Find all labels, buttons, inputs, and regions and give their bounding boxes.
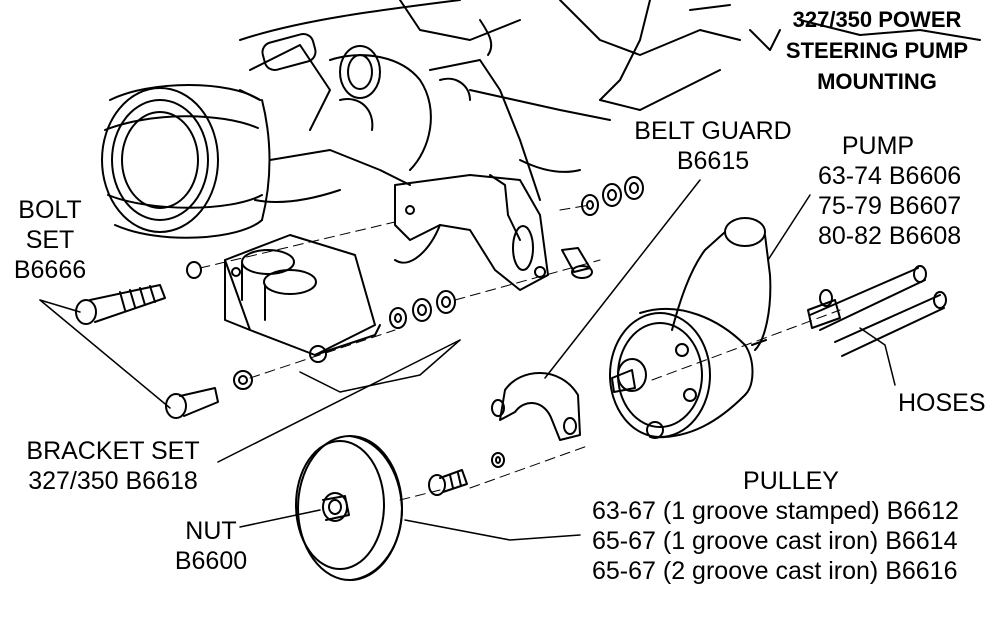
bracket-set-label: BRACKET SET 327/350 B6618 (4, 436, 222, 496)
pump-label: PUMP 63-74 B6606 75-79 B6607 80-82 B6608 (818, 131, 998, 251)
bolt-set-line-1: BOLT (18, 196, 82, 224)
pump-line-2: 75-79 B6607 (818, 192, 962, 220)
nut-label: NUT B6600 (152, 516, 270, 576)
long-bolt (75, 261, 202, 325)
stud-bolt (561, 247, 593, 279)
short-bolt (165, 370, 253, 419)
hoses (807, 265, 947, 357)
title-line-3: MOUNTING (817, 69, 937, 94)
belt-guard (491, 372, 581, 441)
washer-stack-lower (389, 290, 456, 329)
bolt-set-label: BOLT SET B6666 (2, 195, 98, 285)
title-line-1: 327/350 POWER (792, 7, 962, 32)
leader-lines (39, 179, 896, 541)
belt-guard-part-number: B6615 (676, 147, 750, 175)
pump-line-3: 80-82 B6608 (818, 222, 962, 250)
crank-pulley-stack (101, 84, 271, 239)
nut-name: NUT (185, 517, 237, 545)
pulley (295, 435, 403, 581)
pulley-line-1: 63-67 (1 groove stamped) B6612 (592, 497, 959, 525)
title-line-2: STEERING PUMP (785, 38, 969, 63)
pulley-bolt (428, 452, 505, 496)
bracket-set-name: BRACKET SET (26, 437, 200, 465)
rear-bracket (394, 174, 549, 291)
hoses-label: HOSES (898, 389, 986, 417)
bolt-set-line-2: SET (25, 226, 75, 254)
bolt-set-part-number: B6666 (13, 256, 87, 284)
pulley-line-3: 65-67 (2 groove cast iron) B6616 (592, 557, 958, 585)
engine-block (239, 0, 981, 203)
pulley-label: PULLEY 63-67 (1 groove stamped) B6612 65… (592, 466, 998, 586)
belt-guard-name: BELT GUARD (634, 117, 792, 145)
pulley-heading: PULLEY (743, 467, 839, 495)
assembly-centerlines (199, 204, 841, 501)
diagram-title: 327/350 POWER STEERING PUMP MOUNTING (752, 4, 1001, 97)
front-bracket (224, 234, 381, 363)
pump-heading: PUMP (841, 132, 915, 160)
pump-line-1: 63-74 B6606 (818, 162, 962, 190)
bracket-set-part-number: 327/350 B6618 (28, 467, 198, 495)
belt-guard-label: BELT GUARD B6615 (618, 116, 808, 176)
nut-part-number: B6600 (174, 547, 248, 575)
washer-stack-upper (581, 176, 644, 216)
pump-body (609, 217, 772, 439)
pulley-line-2: 65-67 (1 groove cast iron) B6614 (592, 527, 958, 555)
